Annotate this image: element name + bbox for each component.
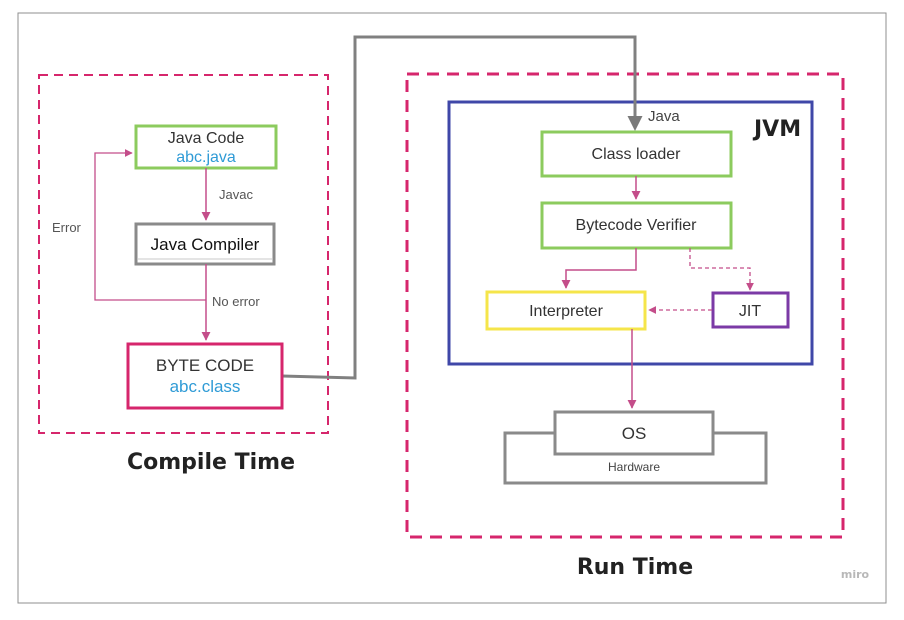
interpreter-label: Interpreter <box>529 303 603 320</box>
compile-time-region <box>38 74 329 434</box>
error-label: Error <box>52 220 82 235</box>
java-code-title: Java Code <box>168 130 245 147</box>
miro-watermark: miro <box>841 568 870 581</box>
java-compiler-box <box>134 222 276 266</box>
jit-label: JIT <box>739 303 761 320</box>
os-box <box>553 410 715 456</box>
java-code-box <box>134 124 278 170</box>
interpreter-box <box>485 290 647 331</box>
run-time-region <box>405 72 845 539</box>
class-loader-label: Class loader <box>592 146 682 163</box>
jit-box <box>711 291 790 329</box>
bytecode-verifier-label: Bytecode Verifier <box>576 217 698 234</box>
verifier-to-jit-arrow <box>689 248 754 291</box>
byte-code-box <box>126 342 284 410</box>
jvm-title: JVM <box>752 117 801 142</box>
hardware-label: Hardware <box>608 460 660 474</box>
error-loop-arrow <box>94 149 206 301</box>
bytecode-to-jvm-connector <box>281 35 643 380</box>
javac-label: Javac <box>219 187 253 202</box>
byte-code-title: BYTE CODE <box>156 356 254 375</box>
java-code-file: abc.java <box>176 149 236 166</box>
os-label: OS <box>622 424 647 443</box>
java-label: Java <box>648 108 680 125</box>
jvm-box <box>447 100 814 366</box>
hardware-base <box>503 431 768 485</box>
compile-time-title: Compile Time <box>127 450 295 475</box>
verifier-to-interpreter-arrow <box>561 248 637 289</box>
run-time-title: Run Time <box>577 555 693 580</box>
byte-code-file: abc.class <box>170 377 241 396</box>
java-compiler-label: Java Compiler <box>151 235 260 254</box>
no-error-label: No error <box>212 294 260 309</box>
